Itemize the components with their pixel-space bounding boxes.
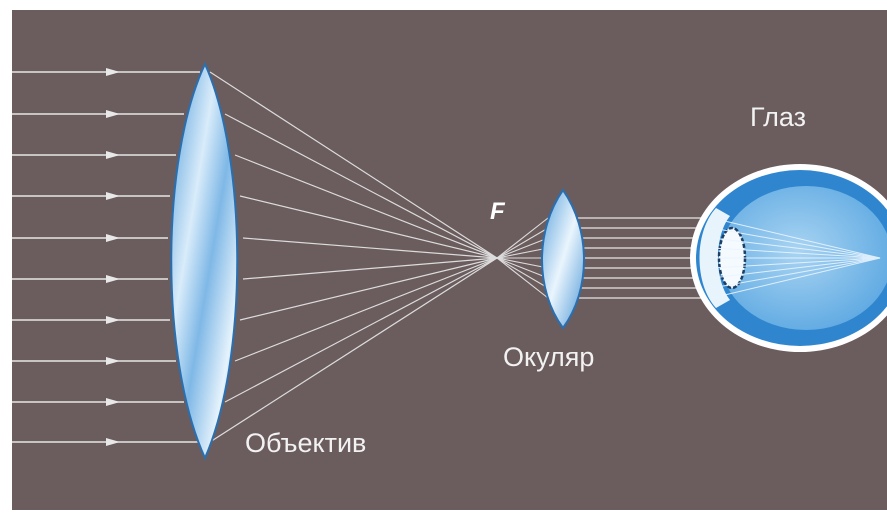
focus-label: F [490, 198, 505, 225]
parallel-rays [570, 217, 712, 299]
converging-ray [224, 113, 498, 259]
diverging-ray [496, 237, 549, 259]
converging-ray [234, 154, 498, 259]
arrow-icon [106, 110, 120, 118]
arrow-icon [106, 398, 120, 406]
arrow-icon [106, 192, 120, 200]
converging-ray [239, 257, 498, 321]
arrow-icon [106, 316, 120, 324]
eye-label: Глаз [750, 102, 806, 132]
eyeball-icon [690, 164, 887, 352]
diverging-ray [496, 227, 549, 259]
arrow-icon [106, 357, 120, 365]
eye-inner-rays [711, 217, 881, 299]
diverging-ray [496, 247, 549, 259]
diverging-rays [496, 217, 549, 299]
diverging-ray [496, 257, 549, 289]
objective-lens [170, 61, 239, 461]
arrow-icon [106, 68, 120, 76]
incoming-rays [12, 71, 200, 443]
diverging-ray [496, 217, 549, 259]
arrow-icon [106, 275, 120, 283]
arrow-icon [106, 438, 120, 446]
converging-ray [209, 71, 498, 259]
converging-ray [209, 257, 498, 443]
converging-ray [234, 257, 498, 362]
eyepiece-lens [541, 188, 585, 330]
eyepiece-label: Окуляр [503, 342, 595, 372]
ray-arrows [106, 68, 120, 446]
objective-label: Объектив [245, 428, 367, 458]
converging-ray [242, 237, 498, 259]
arrow-icon [106, 234, 120, 242]
converging-ray [224, 257, 498, 403]
diverging-ray [496, 257, 549, 299]
arrow-icon [106, 151, 120, 159]
diverging-ray [496, 257, 549, 279]
converging-ray [239, 195, 498, 259]
converging-ray [242, 257, 498, 280]
converging-rays [209, 71, 498, 443]
diverging-ray [496, 257, 549, 269]
